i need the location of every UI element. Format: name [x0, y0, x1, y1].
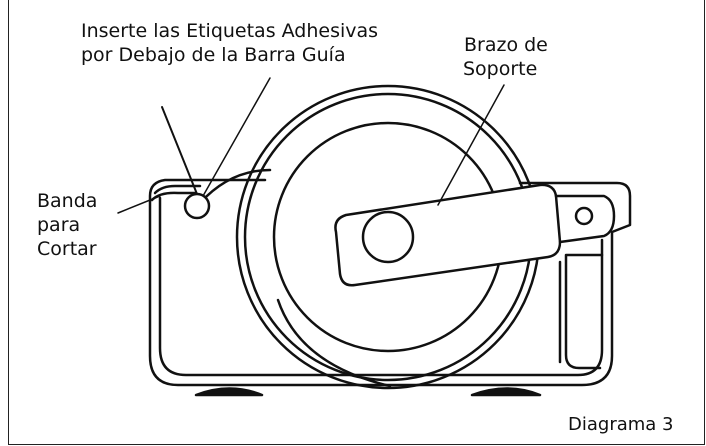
- insert-label-line1: Inserte las Etiquetas Adhesivas: [81, 20, 379, 42]
- insert-leader-1: [161, 106, 198, 195]
- insert-leader-2: [202, 77, 271, 197]
- arm-leader: [437, 84, 505, 206]
- diagram-frame: [8, 0, 705, 445]
- body-inner-outline: [158, 196, 604, 377]
- cutting-band-label-line3: Cortar: [37, 238, 97, 260]
- cut-leader: [117, 195, 161, 214]
- support-arm-label-line2: Soporte: [463, 58, 538, 80]
- pivot-block: [554, 194, 616, 244]
- insert-label-line2: por Debajo de la Barra Guía: [81, 44, 346, 66]
- side-panel: [564, 253, 604, 370]
- right-foot: [470, 387, 542, 397]
- arm-hub: [361, 210, 415, 264]
- diagram-caption: Diagrama 3: [568, 414, 674, 435]
- guide-bar: [183, 192, 211, 220]
- cutting-band-label-line1: Banda: [37, 190, 98, 212]
- cutting-band: [153, 184, 202, 195]
- left-foot: [194, 387, 264, 397]
- cutting-band-label-line2: para: [37, 214, 81, 236]
- support-arm-label-line1: Brazo de: [464, 34, 548, 56]
- reel-shadow: [276, 298, 392, 388]
- pivot-hole: [574, 206, 594, 226]
